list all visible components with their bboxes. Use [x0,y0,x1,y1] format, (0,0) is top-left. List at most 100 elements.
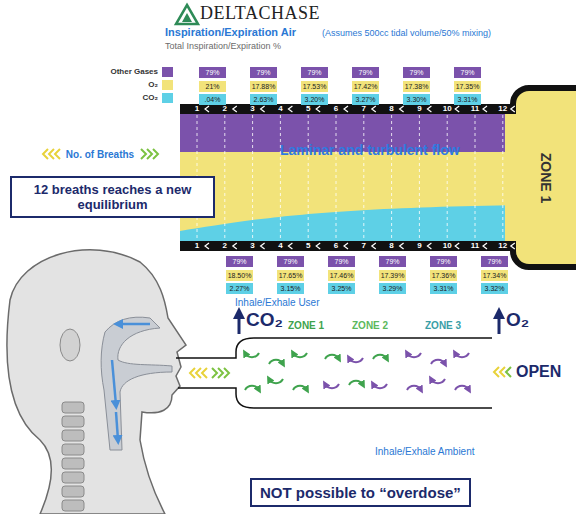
value-text: 79% [385,256,399,267]
value-cell: 21% [199,81,226,92]
value-cell: 3.31% [430,283,457,294]
value-text: 79% [256,67,270,78]
value-cell: 2.63% [250,94,277,105]
mouth-chevrons [190,368,207,378]
value-cell: 79% [352,67,379,78]
flow-mark [316,106,320,112]
logo-icon [182,13,192,22]
value-text: 17.53% [303,81,327,92]
swirl-arrow [269,379,283,383]
value-text: 17.88% [252,81,276,92]
breath-number: 4 [278,241,282,251]
mouth-chevrons [212,368,229,378]
swirl-arrow [407,353,421,357]
value-cell: 79% [379,256,406,267]
value-text: 79% [283,256,297,267]
flow-mark [316,243,320,249]
value-cell: 3.27% [352,94,379,105]
mixing-device-box: ZONE 1 ZONE 2 ZONE 3 [200,316,492,410]
flow-label: Inhale/Exhale Ambient [375,446,475,457]
tube-bands [180,152,520,241]
value-cell: 3.31% [454,94,481,105]
axis-note: Total Inspiration/Expiration % [165,41,281,51]
value-text: 17.42% [354,81,378,92]
breath-number: 1 [195,104,199,114]
subtitle: (Assumes 500cc tidal volume/50% mixing) [322,28,491,38]
swirl-arrow [245,386,259,390]
value-cell: 17.53% [301,81,328,92]
flow-label: Inhale/Exhale User [235,297,320,308]
vertebra [62,416,84,427]
value-cell: 18.50% [226,270,253,281]
flow-marks [197,106,515,249]
gas-arrows [498,313,501,334]
zone-label: ZONE 2 [352,320,388,331]
flow-mark [455,243,459,249]
head-illustration [60,329,80,361]
gas-label: CO₂ [246,309,283,331]
vertebra [62,458,84,469]
mixing-line [252,115,253,240]
tube-end-cap [513,88,576,267]
breath-number: 6 [334,104,338,114]
airway-arrows [112,360,116,405]
breath-number: 11 [471,241,479,251]
value-text: 17.36% [432,270,456,281]
breath-number: 4 [278,104,282,114]
value-text: 17.34% [483,270,507,281]
breath-number: 2 [223,241,227,251]
mixing-line [447,115,448,240]
zone-label: ZONE 1 [288,320,324,331]
value-cell: 79% [199,67,226,78]
value-cell: 3.32% [481,283,508,294]
value-text: 79% [205,67,219,78]
value-text: 79% [358,67,372,78]
value-cell: 17.34% [481,270,508,281]
legend-swatch [162,80,173,90]
open-chevrons [506,367,511,377]
value-cell: 3.15% [277,283,304,294]
zone-label: ZONE 3 [425,320,461,331]
breath-number: 1 [195,241,199,251]
swirl-arrow [245,353,259,357]
mixing-line [391,115,392,240]
value-text: 3.27% [356,94,376,105]
value-text: 3.20% [305,94,325,105]
swirl-arrow [431,360,445,364]
value-text: 79% [487,256,501,267]
value-text: 3.25% [332,283,352,294]
value-text: 2.63% [254,94,274,105]
swirl-arrow [373,384,387,388]
mixing-line [363,115,364,240]
node-text: Laminar and turbulent flow [280,142,460,158]
flow-mark [344,106,348,112]
value-cell: 79% [328,256,355,267]
breath-number: 5 [306,104,310,114]
logo-icon [176,5,198,24]
vertebra [62,402,84,413]
tube-bands [180,205,520,241]
value-text: 17.46% [330,270,354,281]
swirl-arrow [293,386,307,390]
value-cell: .04% [199,94,226,105]
value-cell: 79% [403,67,430,78]
swirl-arrow [373,355,387,359]
value-text: 17.35% [456,81,480,92]
swirl-arrow [407,386,421,390]
breath-number: 6 [334,241,338,251]
value-cell: 3.25% [328,283,355,294]
flow-mark [344,243,348,249]
value-cell: 79% [277,256,304,267]
breath-number: 7 [362,104,366,114]
flow-mark [400,106,404,112]
breath-number: 9 [417,104,421,114]
value-text: 79% [232,256,246,267]
breath-number: 5 [306,241,310,251]
value-cell: 79% [301,67,328,78]
note-box: NOT possible to “overdose” [250,478,471,507]
mixing-line [224,115,225,240]
mixing-line [475,115,476,240]
flow-mark [205,106,209,112]
mixing-line [336,115,337,240]
value-text: 17.65% [279,270,303,281]
